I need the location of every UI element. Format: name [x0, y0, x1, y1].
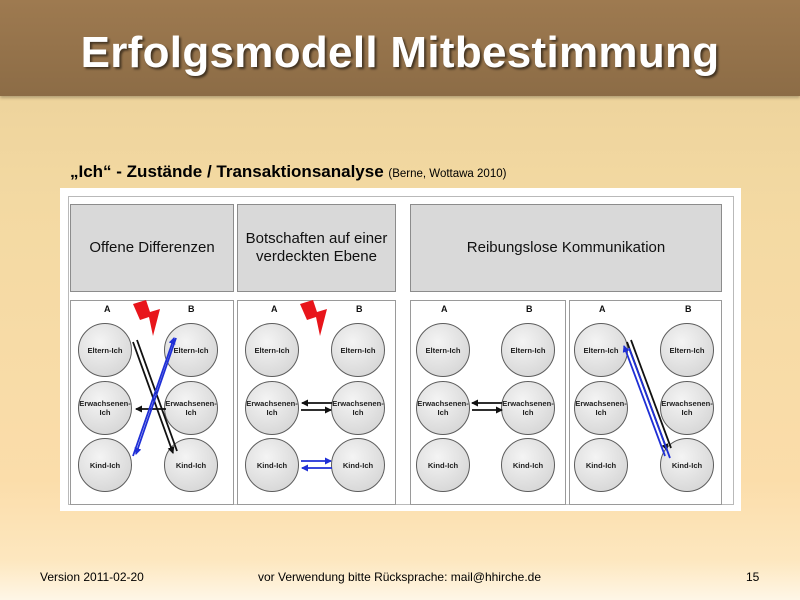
header-smooth-communication: Reibungslose Kommunikation: [410, 204, 722, 292]
state-eltern-a: Eltern-Ich: [574, 323, 628, 377]
state-eltern-b: Eltern-Ich: [501, 323, 555, 377]
state-eltern-b: Eltern-Ich: [164, 323, 218, 377]
column-label-b: B: [356, 304, 363, 314]
state-eltern-a: Eltern-Ich: [416, 323, 470, 377]
footer-version: Version 2011-02-20: [40, 570, 144, 584]
state-kind-a: Kind-Ich: [416, 438, 470, 492]
state-erwachsenen-b: Erwachsenen-Ich: [501, 381, 555, 435]
title-bar: Erfolgsmodell Mitbestimmung: [0, 0, 800, 96]
state-erwachsenen-a: Erwachsenen-Ich: [245, 381, 299, 435]
column-label-b: B: [188, 304, 195, 314]
state-kind-b: Kind-Ich: [331, 438, 385, 492]
state-kind-b: Kind-Ich: [501, 438, 555, 492]
figure-caption: „Ich“ - Zustände / Transaktionsanalyse (…: [70, 162, 506, 182]
state-kind-a: Kind-Ich: [78, 438, 132, 492]
caption-main: „Ich“ - Zustände / Transaktionsanalyse: [70, 162, 384, 181]
state-eltern-b: Eltern-Ich: [660, 323, 714, 377]
state-eltern-a: Eltern-Ich: [78, 323, 132, 377]
column-label-a: A: [599, 304, 606, 314]
header-hidden-messages: Botschaften auf einer verdeckten Ebene: [237, 204, 396, 292]
transaction-analysis-figure: Offene Differenzen Botschaften auf einer…: [60, 188, 741, 511]
state-erwachsenen-b: Erwachsenen-Ich: [660, 381, 714, 435]
state-erwachsenen-a: Erwachsenen-Ich: [78, 381, 132, 435]
state-kind-b: Kind-Ich: [660, 438, 714, 492]
footer-note: vor Verwendung bitte Rücksprache: mail@h…: [258, 570, 541, 584]
state-kind-a: Kind-Ich: [245, 438, 299, 492]
page-number: 15: [746, 570, 760, 584]
column-label-a: A: [271, 304, 278, 314]
state-kind-b: Kind-Ich: [164, 438, 218, 492]
state-erwachsenen-b: Erwachsenen-Ich: [331, 381, 385, 435]
caption-citation: (Berne, Wottawa 2010): [388, 168, 507, 180]
column-label-b: B: [685, 304, 692, 314]
slide-title: Erfolgsmodell Mitbestimmung: [80, 28, 720, 77]
header-open-differences: Offene Differenzen: [70, 204, 234, 292]
state-erwachsenen-b: Erwachsenen-Ich: [164, 381, 218, 435]
state-erwachsenen-a: Erwachsenen-Ich: [416, 381, 470, 435]
column-label-a: A: [104, 304, 111, 314]
column-label-a: A: [441, 304, 448, 314]
state-erwachsenen-a: Erwachsenen-Ich: [574, 381, 628, 435]
column-label-b: B: [526, 304, 533, 314]
state-eltern-b: Eltern-Ich: [331, 323, 385, 377]
state-eltern-a: Eltern-Ich: [245, 323, 299, 377]
state-kind-a: Kind-Ich: [574, 438, 628, 492]
